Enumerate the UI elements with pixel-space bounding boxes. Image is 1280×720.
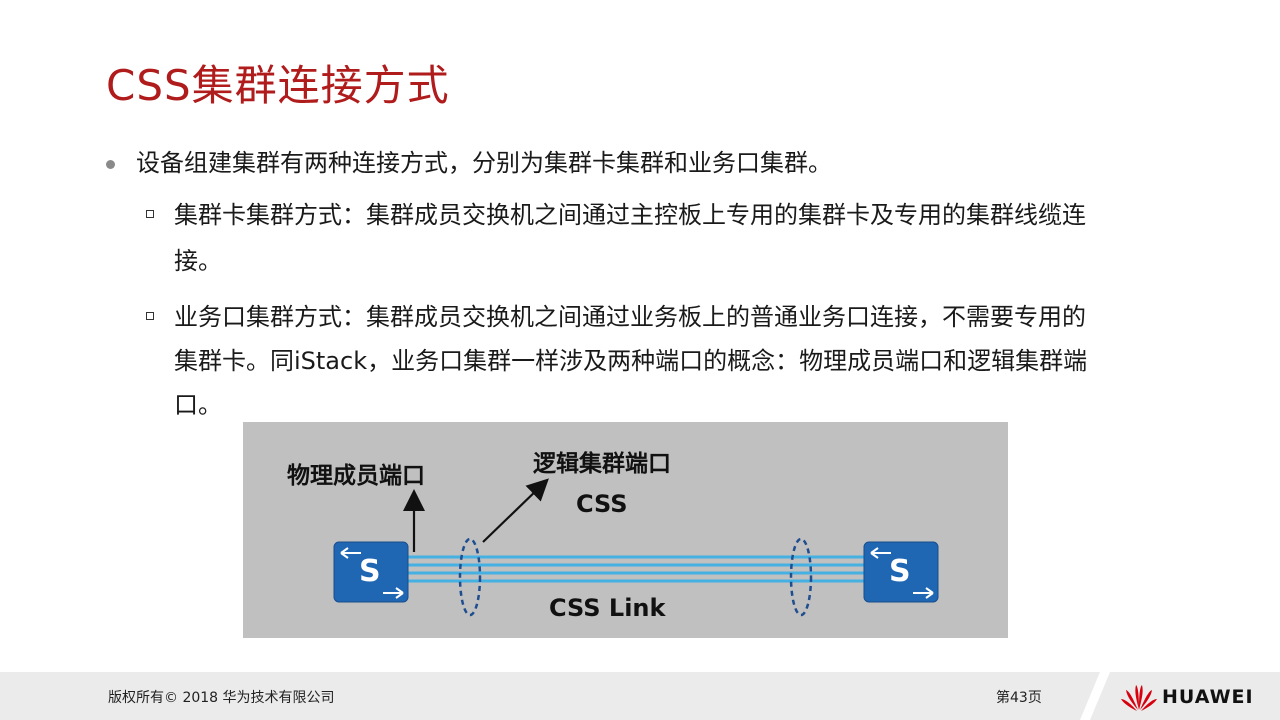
- slide-title: CSS集群连接方式: [106, 61, 450, 110]
- sub-bullet-1-line-2: 接。: [174, 247, 222, 275]
- square-bullet-icon: [146, 312, 154, 320]
- css-topology-diagram: S S 物理成员端口 逻辑集群端口 CSS CSS Link: [243, 422, 1008, 638]
- footer-bar: 版权所有© 2018 华为技术有限公司 第43页 HUAWEI: [0, 672, 1280, 720]
- sub-bullet-2-line-3: 口。: [174, 391, 222, 419]
- huawei-flower-icon: [1121, 685, 1157, 711]
- diagram-graphics: [333, 478, 939, 617]
- main-bullet-text: 设备组建集群有两种连接方式，分别为集群卡集群和业务口集群。: [136, 149, 832, 177]
- logical-port-arrow: [482, 478, 549, 543]
- footer-divider-slash: [1080, 672, 1110, 720]
- switch-left-icon: [333, 541, 409, 603]
- sub-bullet-2: 业务口集群方式：集群成员交换机之间通过业务板上的普通业务口连接，不需要专用的 集…: [146, 294, 1206, 432]
- logical-port-label: 逻辑集群端口: [533, 451, 671, 477]
- logical-port-left-ellipse: [458, 537, 482, 617]
- css-link-lines: [407, 555, 865, 583]
- switch-right-icon: [863, 541, 939, 603]
- copyright-text: 版权所有© 2018 华为技术有限公司: [108, 690, 335, 706]
- sub-bullet-2-line-1: 业务口集群方式：集群成员交换机之间通过业务板上的普通业务口连接，不需要专用的: [174, 303, 1086, 331]
- sub-bullet-1-line-1: 集群卡集群方式：集群成员交换机之间通过主控板上专用的集群卡及专用的集群线缆连: [174, 201, 1086, 229]
- square-bullet-icon: [146, 210, 154, 218]
- physical-port-label: 物理成员端口: [287, 463, 425, 489]
- page-number: 第43页: [996, 690, 1042, 706]
- sub-bullet-2-line-2: 集群卡。同iStack，业务口集群一样涉及两种端口的概念：物理成员端口和逻辑集群…: [174, 347, 1088, 375]
- huawei-wordmark: HUAWEI: [1162, 686, 1254, 708]
- css-label: CSS: [576, 490, 628, 518]
- css-link-label: CSS Link: [549, 594, 666, 622]
- switch-right-letter: S: [889, 554, 911, 589]
- bullet-dot-icon: [106, 160, 115, 169]
- huawei-logo: HUAWEI: [1120, 682, 1253, 712]
- sub-bullet-1: 集群卡集群方式：集群成员交换机之间通过主控板上专用的集群卡及专用的集群线缆连 接…: [146, 192, 1206, 284]
- switch-left-letter: S: [359, 554, 381, 589]
- logical-port-right-ellipse: [789, 537, 813, 617]
